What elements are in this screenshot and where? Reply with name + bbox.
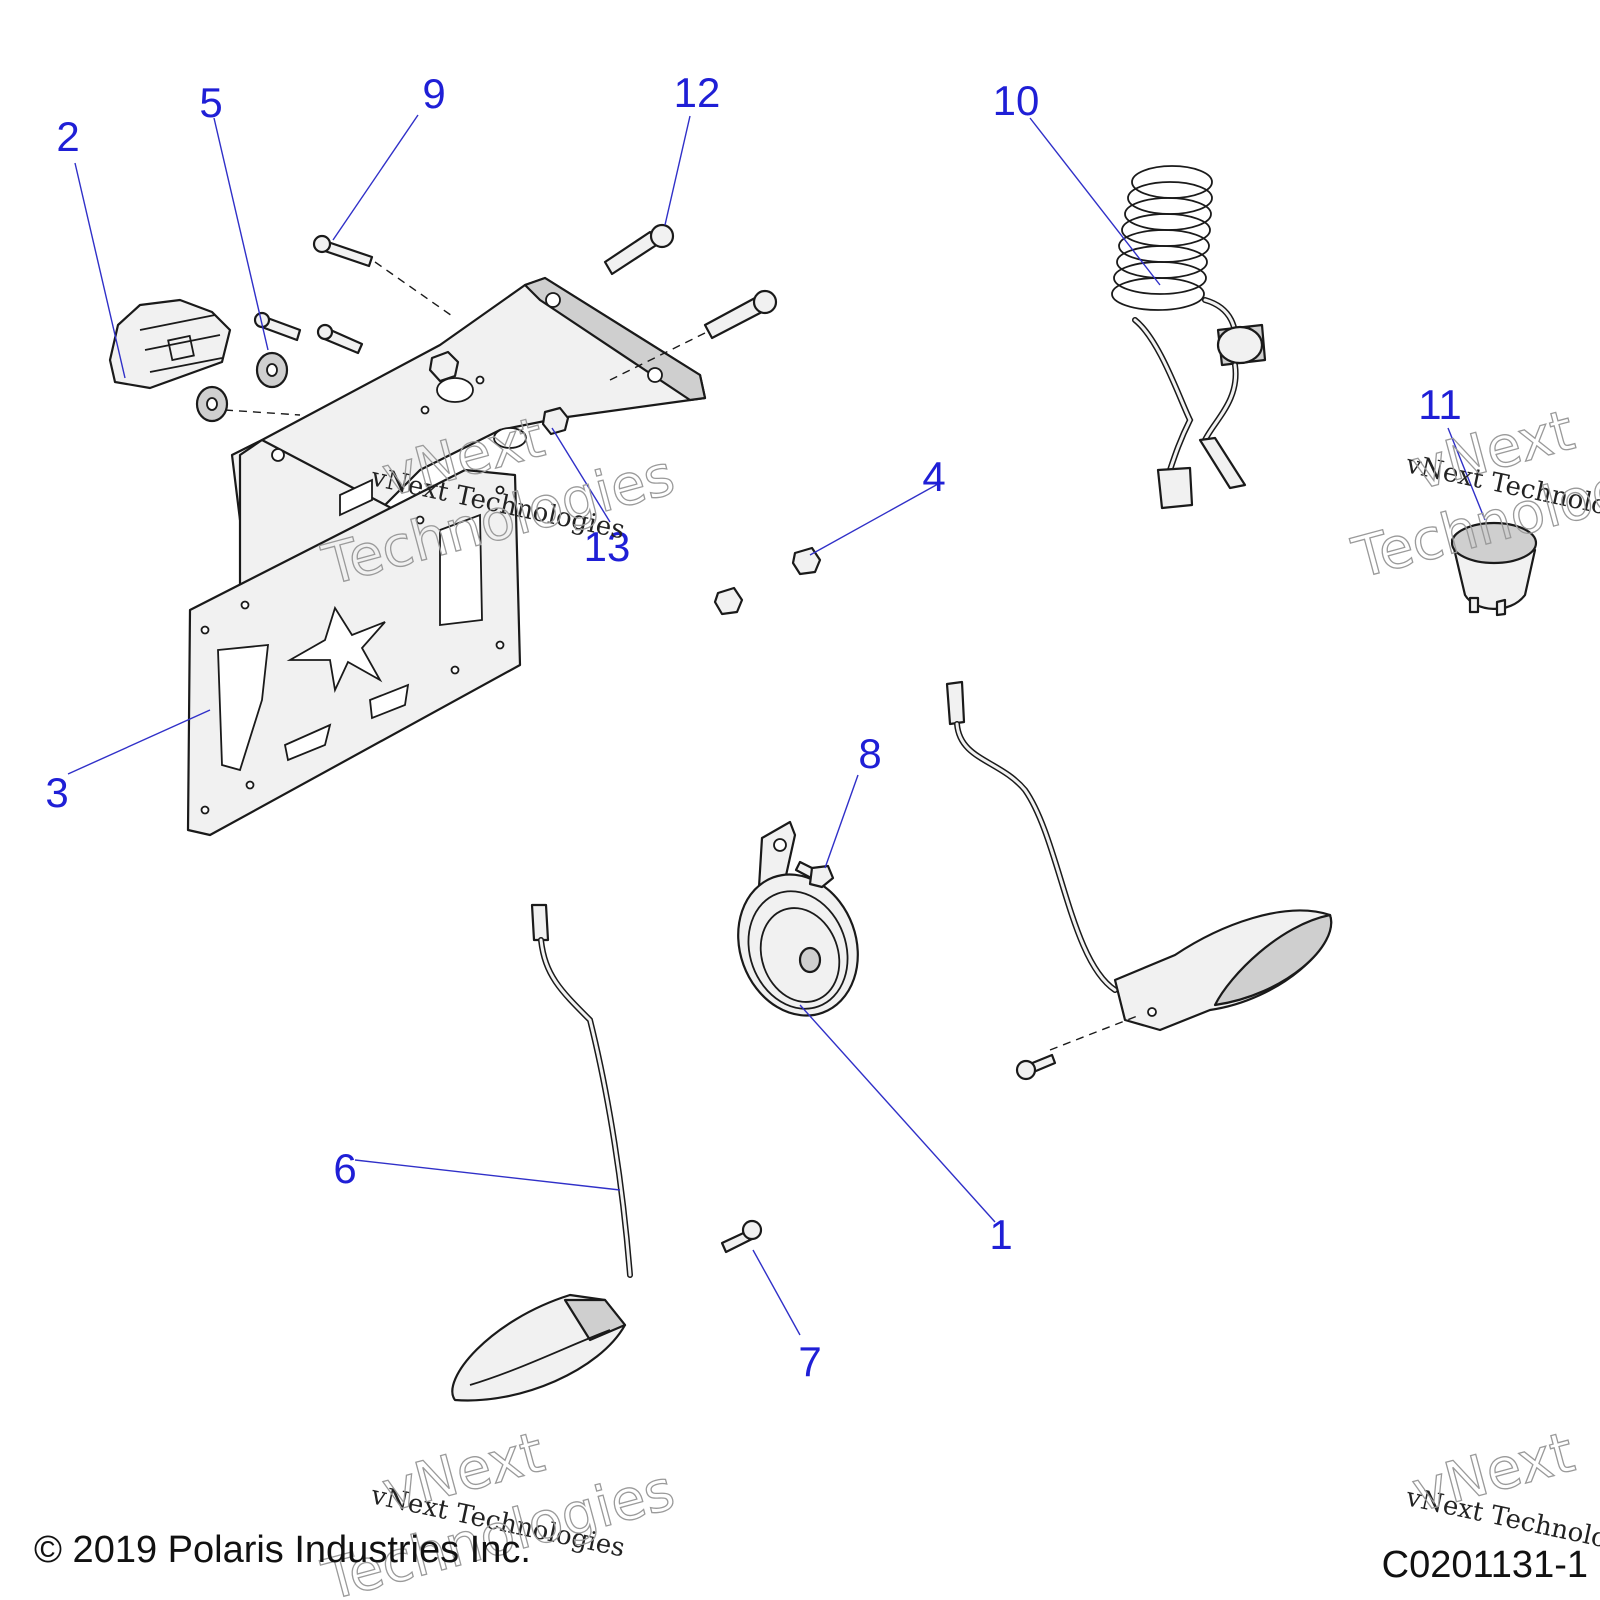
bracket-bolts-12 <box>603 223 778 381</box>
tether-cord <box>1111 165 1267 510</box>
callout-8: 8 <box>858 730 881 777</box>
callout-6: 6 <box>333 1145 356 1192</box>
horn <box>737 820 859 1017</box>
bracket-screw-9 <box>312 234 456 319</box>
callout-10: 10 <box>993 77 1040 124</box>
callout-11: 11 <box>1418 381 1462 428</box>
callout-5: 5 <box>199 79 222 126</box>
callout-12: 12 <box>674 69 721 116</box>
license-plate-bracket <box>186 276 707 837</box>
callout-1: 1 <box>989 1211 1012 1258</box>
callout-labels: 1 2 3 4 5 6 7 8 9 10 11 12 13 <box>45 69 1461 1385</box>
callout-3: 3 <box>45 769 68 816</box>
lamp-screws-spacers <box>195 311 364 423</box>
license-lamp <box>108 298 232 390</box>
watermark-top-right-outline: vNext Technologies <box>1345 397 1600 592</box>
flasher-relay <box>1450 521 1538 617</box>
leader-lines <box>67 114 1486 1336</box>
copyright-text: © 2019 Polaris Industries Inc. <box>34 1529 531 1571</box>
callout-2: 2 <box>56 113 79 160</box>
turn-signal-right <box>945 680 1333 1051</box>
clip-nuts-4 <box>713 546 822 616</box>
callout-9: 9 <box>422 70 445 117</box>
callout-7: 7 <box>798 1338 821 1385</box>
callout-13: 13 <box>584 523 631 570</box>
bracket-nuts-13 <box>428 350 570 436</box>
screw-7 <box>720 1053 1057 1254</box>
drawing-code: C0201131-1 <box>1382 1544 1588 1586</box>
callout-4: 4 <box>922 453 945 500</box>
horn-bolt <box>794 860 835 889</box>
turn-signal-left <box>451 903 633 1402</box>
